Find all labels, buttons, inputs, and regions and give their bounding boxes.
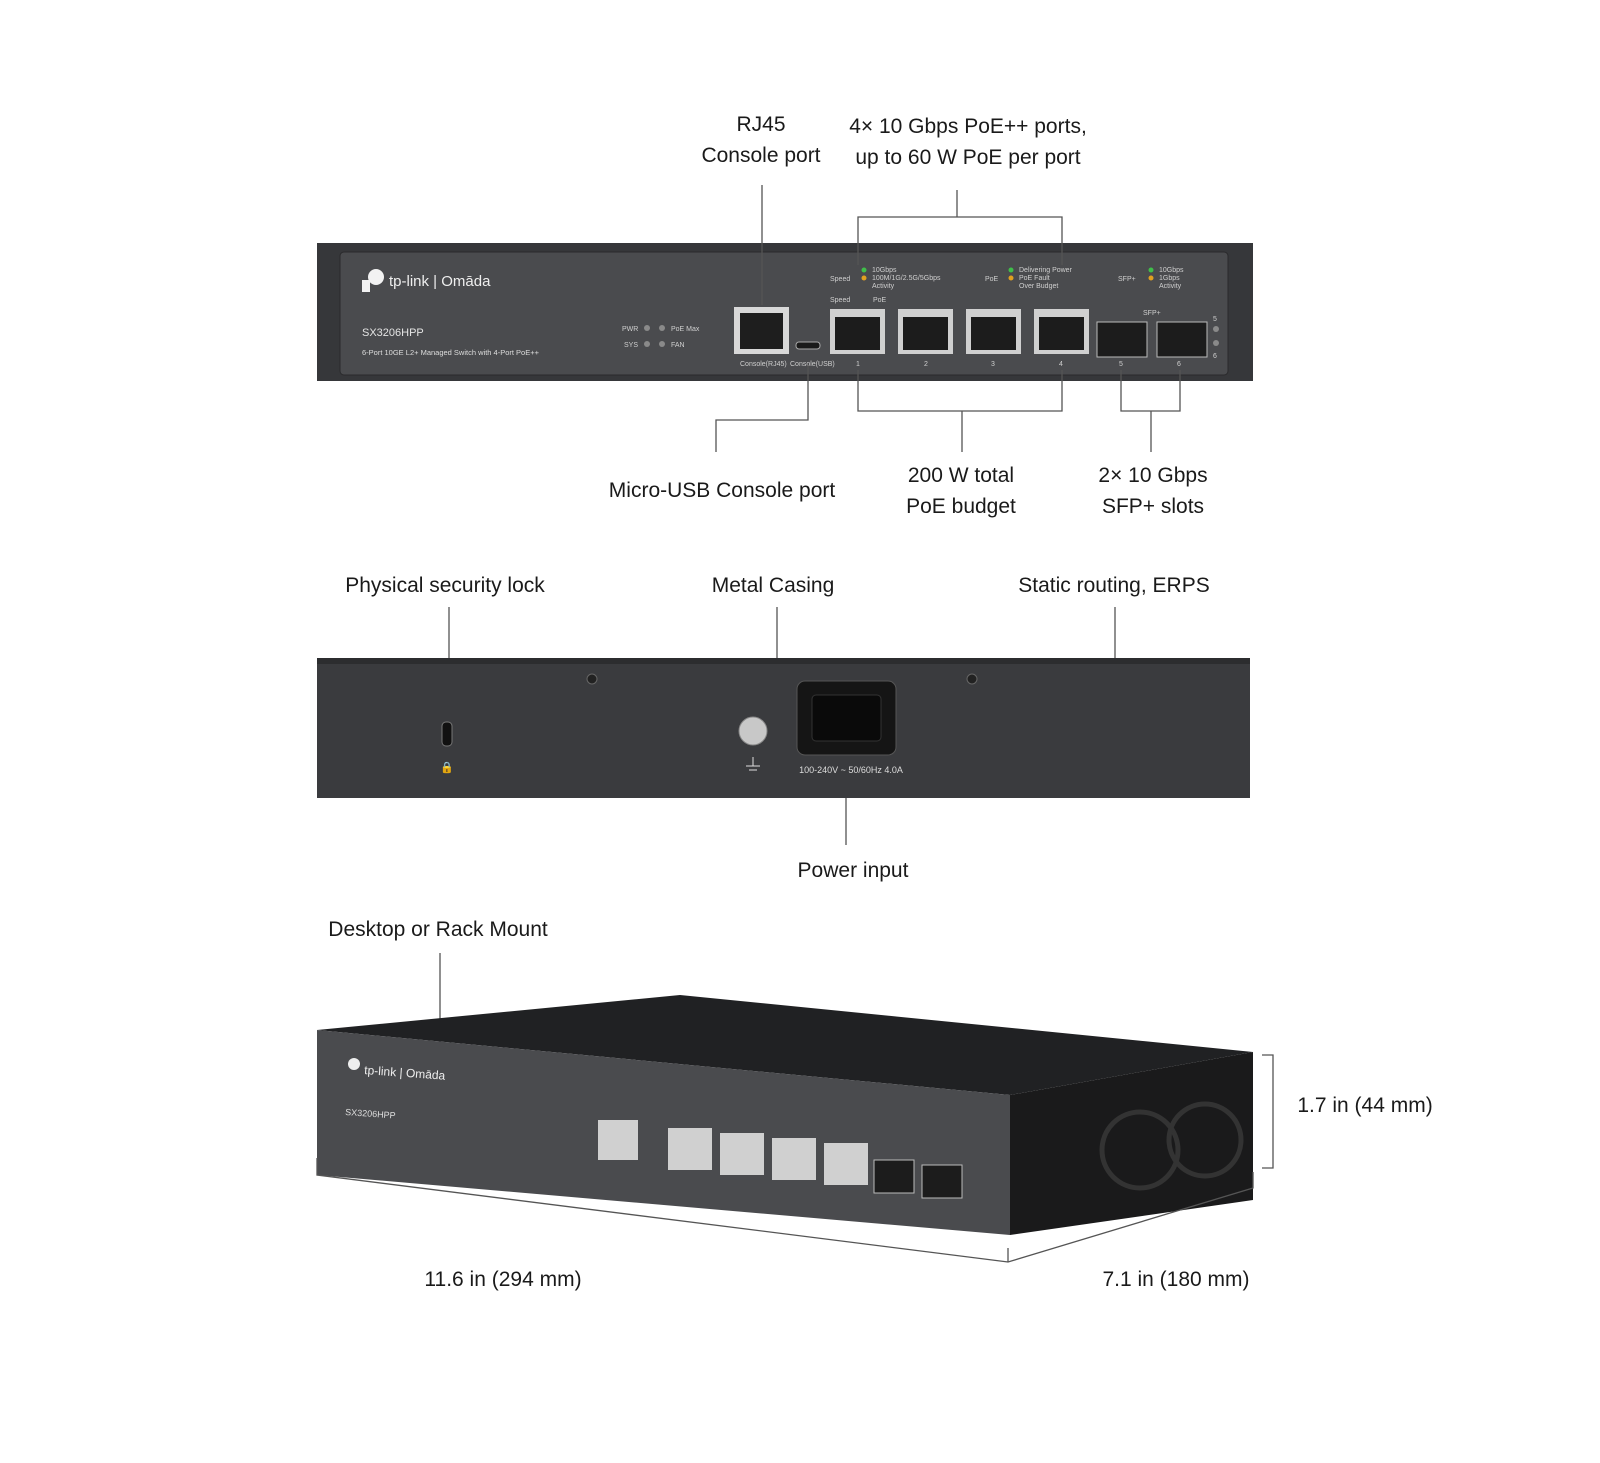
svg-text:PoE: PoE <box>985 276 999 283</box>
console-rj45-port: Console(RJ45) <box>734 307 789 368</box>
sfp-slot-6 <box>1156 321 1208 358</box>
svg-text:Delivering Power: Delivering Power <box>1019 267 1073 274</box>
poe-ports-callout-line2: up to 60 W PoE per port <box>855 146 1080 169</box>
model-description: 6-Port 10GE L2+ Managed Switch with 4-Po… <box>362 348 540 357</box>
height-dimension: 1.7 in (44 mm) <box>1297 1094 1432 1117</box>
metal-casing-callout: Metal Casing <box>712 574 835 597</box>
sfp-callout-line1: 2× 10 Gbps <box>1098 464 1207 487</box>
svg-text:10Gbps: 10Gbps <box>1159 267 1184 274</box>
micro-usb-callout: Micro-USB Console port <box>609 479 836 502</box>
lock-icon: 🔒 <box>440 761 454 774</box>
dimension-lines: 1.7 in (44 mm) 11.6 in (294 mm) 7.1 in (… <box>316 1054 1433 1291</box>
poe-ports-callout-line1: 4× 10 Gbps PoE++ ports, <box>849 115 1087 138</box>
sfp-callout-line2: SFP+ slots <box>1102 495 1204 518</box>
rear-callouts: Physical security lock Metal Casing Stat… <box>345 574 1209 882</box>
svg-text:1: 1 <box>856 361 860 368</box>
power-rating: 100-240V ~ 50/60Hz 4.0A <box>799 765 903 775</box>
brand-logo-text: tp-link | Omāda <box>389 273 491 290</box>
width-dimension: 11.6 in (294 mm) <box>424 1268 581 1291</box>
svg-text:5: 5 <box>1213 316 1217 323</box>
svg-text:Over Budget: Over Budget <box>1019 283 1058 290</box>
svg-text:Console(RJ45): Console(RJ45) <box>740 361 787 368</box>
fan-vent <box>1166 1101 1244 1179</box>
led-legends: Speed 10Gbps 100M/1G/2.5G/5Gbps Activity… <box>830 267 1184 317</box>
pwr-led <box>644 325 650 331</box>
ground-icon <box>746 757 760 771</box>
front-callouts: RJ45 Console port 4× 10 Gbps PoE++ ports… <box>609 113 1208 518</box>
svg-text:PoE Fault: PoE Fault <box>1019 275 1050 282</box>
system-leds: PWR SYS PoE Max FAN <box>622 325 700 349</box>
poe-ports: 1 2 3 4 <box>830 309 1089 368</box>
svg-text:PWR: PWR <box>622 326 638 333</box>
svg-text:2: 2 <box>924 361 928 368</box>
fan-led <box>659 341 665 347</box>
rear-panel: 🔒 100-240V ~ 50/60Hz 4.0A <box>317 658 1250 798</box>
rj45-port-3 <box>966 309 1021 354</box>
sys-led <box>644 341 650 347</box>
sfp-slots: 5 6 5 6 <box>1096 316 1219 368</box>
sfp-slot-5 <box>1096 321 1148 358</box>
svg-text:4: 4 <box>1059 361 1063 368</box>
fan-vent <box>1099 1109 1181 1191</box>
svg-text:SFP+: SFP+ <box>1143 310 1161 317</box>
depth-dimension: 7.1 in (180 mm) <box>1102 1268 1249 1291</box>
security-lock-slot <box>441 721 453 747</box>
svg-text:tp-link | Omāda: tp-link | Omāda <box>364 1063 446 1083</box>
power-input-callout: Power input <box>798 859 909 882</box>
security-lock-callout: Physical security lock <box>345 574 545 597</box>
screw-icon <box>586 673 598 685</box>
tp-link-logo: tp-link | Omāda <box>362 269 491 292</box>
ground-screw-icon <box>738 716 768 746</box>
rj45-port-2 <box>898 309 953 354</box>
rj45-port-4 <box>1034 309 1089 354</box>
rj45-callout-line1: RJ45 <box>736 113 785 136</box>
svg-text:100M/1G/2.5G/5Gbps: 100M/1G/2.5G/5Gbps <box>872 275 941 282</box>
screw-icon <box>966 673 978 685</box>
svg-text:PoE: PoE <box>873 297 887 304</box>
svg-text:Activity: Activity <box>872 283 895 290</box>
svg-text:6: 6 <box>1177 361 1181 368</box>
svg-text:Activity: Activity <box>1159 283 1182 290</box>
svg-text:SFP+: SFP+ <box>1118 276 1136 283</box>
device-3d-view: tp-link | Omāda SX3206HPP <box>317 995 1253 1235</box>
svg-text:SX3206HPP: SX3206HPP <box>345 1107 396 1121</box>
svg-text:Speed: Speed <box>830 276 850 283</box>
console-usb-port: Console(USB) <box>790 341 835 368</box>
svg-text:Speed: Speed <box>830 297 850 304</box>
routing-callout: Static routing, ERPS <box>1018 574 1209 597</box>
svg-text:FAN: FAN <box>671 342 685 349</box>
svg-text:PoE Max: PoE Max <box>671 326 700 333</box>
svg-text:5: 5 <box>1119 361 1123 368</box>
svg-text:1Gbps: 1Gbps <box>1159 275 1180 282</box>
model-name: SX3206HPP <box>362 327 424 339</box>
poe-budget-callout-line1: 200 W total <box>908 464 1014 487</box>
rj45-callout-line2: Console port <box>701 144 820 167</box>
svg-text:10Gbps: 10Gbps <box>872 267 897 274</box>
mount-callout: Desktop or Rack Mount <box>328 918 548 941</box>
svg-text:3: 3 <box>991 361 995 368</box>
front-panel: tp-link | Omāda SX3206HPP 6-Port 10GE L2… <box>317 243 1253 381</box>
svg-text:Console(USB): Console(USB) <box>790 361 835 368</box>
rj45-port-1 <box>830 309 885 354</box>
svg-text:6: 6 <box>1213 353 1217 360</box>
poe-budget-callout-line2: PoE budget <box>906 495 1016 518</box>
svg-text:SYS: SYS <box>624 342 638 349</box>
poe-max-led <box>659 325 665 331</box>
